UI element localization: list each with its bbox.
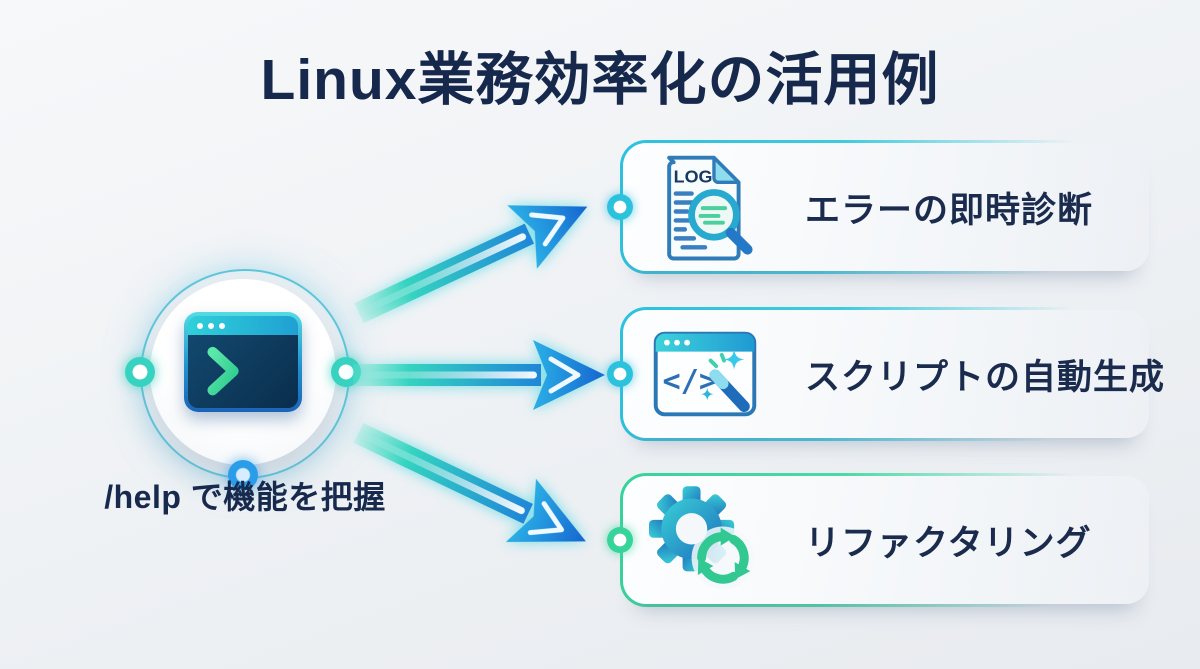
titlebar-dot (208, 322, 214, 329)
hub-ring-dot-left (125, 357, 155, 387)
arrow-to-card-3 (353, 422, 586, 542)
terminal-prompt-icon (207, 346, 274, 396)
arrow-to-card-2 (353, 340, 605, 410)
card-connector-dot (607, 527, 633, 553)
terminal-screen (188, 335, 298, 408)
card-connector-dot (607, 194, 633, 220)
page-title: Linux業務効率化の活用例 (260, 48, 940, 112)
log-text: LOG (674, 166, 713, 186)
card-label: リファクタリング (805, 523, 1092, 563)
code-wand-icon: </> (649, 318, 761, 430)
hub-label: /help で機能を把握 (104, 479, 386, 515)
terminal-titlebar (188, 316, 298, 335)
terminal-window-icon (184, 312, 302, 412)
card-refactoring: リファクタリング (607, 473, 1152, 607)
card-connector-dot (607, 361, 633, 387)
card-label: エラーの即時診断 (805, 190, 1094, 230)
card-label: スクリプトの自動生成 (805, 357, 1166, 397)
titlebar-dot (197, 322, 203, 329)
card-script-generation: </> スクリプトの自動生成 (607, 307, 1164, 441)
log-magnifier-icon: LOG (649, 151, 761, 263)
hub-ring-dot-bottom (228, 460, 258, 490)
titlebar-dot (219, 322, 225, 329)
gear-recycle-icon (649, 484, 761, 596)
arrow-to-card-1 (354, 205, 588, 324)
card-error-diagnosis: LOG (607, 140, 1152, 274)
